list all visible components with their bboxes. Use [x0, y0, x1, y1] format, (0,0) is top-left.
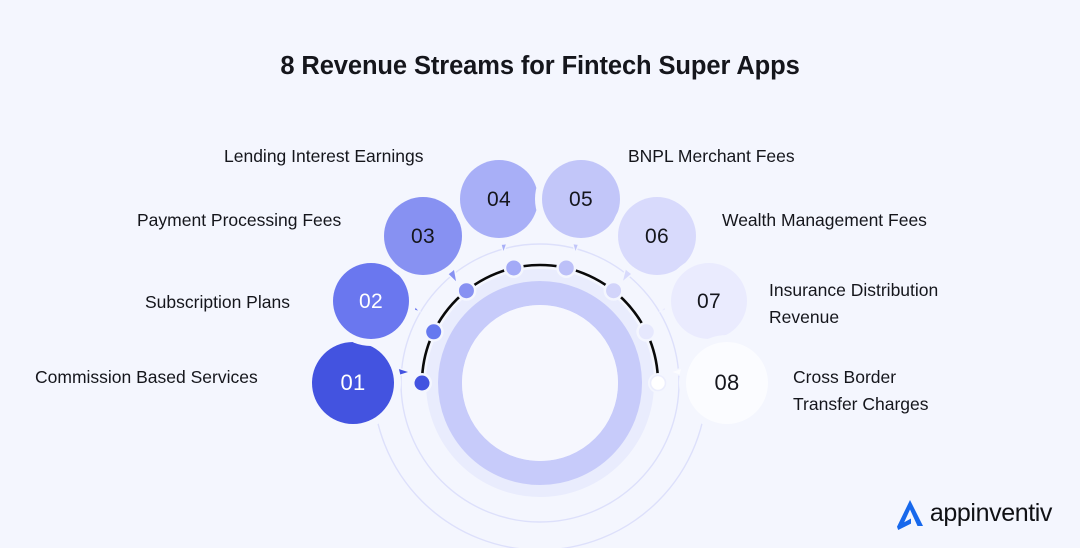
- step-label-07: Insurance Distribution Revenue: [769, 280, 939, 327]
- arc-dot-02: [426, 324, 442, 340]
- step-label-02: Subscription Plans: [145, 292, 290, 312]
- step-number-08: 08: [714, 370, 740, 395]
- arc-dot-05: [558, 260, 574, 276]
- step-bubble-07[interactable]: 07: [671, 263, 747, 339]
- appinventiv-logo-text: appinventiv: [929, 498, 1052, 527]
- arc-dot-01: [414, 375, 430, 391]
- step-label-04: Lending Interest Earnings: [224, 146, 424, 166]
- step-label-08: Cross Border Transfer Charges: [793, 367, 929, 414]
- step-bubble-08[interactable]: 08: [686, 342, 768, 424]
- step-bubble-03[interactable]: 03: [384, 197, 462, 275]
- appinventiv-logo-mark-icon: [896, 500, 923, 530]
- step-label-06: Wealth Management Fees: [722, 210, 927, 230]
- step-label-05: BNPL Merchant Fees: [628, 146, 795, 166]
- concentric-rings-graphic: [372, 215, 708, 548]
- step-label-03: Payment Processing Fees: [137, 210, 342, 230]
- step-label-01: Commission Based Services: [35, 367, 258, 387]
- step-bubble-04[interactable]: 04: [460, 160, 538, 238]
- progress-arc-graphic: [412, 257, 668, 393]
- page-title: 8 Revenue Streams for Fintech Super Apps: [280, 52, 800, 80]
- step-number-02: 02: [359, 289, 383, 313]
- step-bubble-02[interactable]: 02: [333, 263, 409, 339]
- step-bubble-01[interactable]: 01: [312, 342, 394, 424]
- step-bubble-06[interactable]: 06: [618, 197, 696, 275]
- arc-dot-08: [649, 374, 667, 392]
- arc-dot-07: [638, 324, 654, 340]
- step-number-05: 05: [569, 187, 593, 211]
- step-number-01: 01: [340, 370, 366, 395]
- arc-dot-03: [458, 283, 474, 299]
- step-bubble-05[interactable]: 05: [542, 160, 620, 238]
- arc-dot-06: [606, 283, 622, 299]
- step-number-06: 06: [645, 224, 669, 248]
- arc-dot-04: [506, 260, 522, 276]
- appinventiv-logo[interactable]: appinventiv: [893, 496, 1052, 530]
- step-number-07: 07: [697, 289, 721, 313]
- step-number-03: 03: [411, 224, 435, 248]
- step-number-04: 04: [487, 187, 511, 211]
